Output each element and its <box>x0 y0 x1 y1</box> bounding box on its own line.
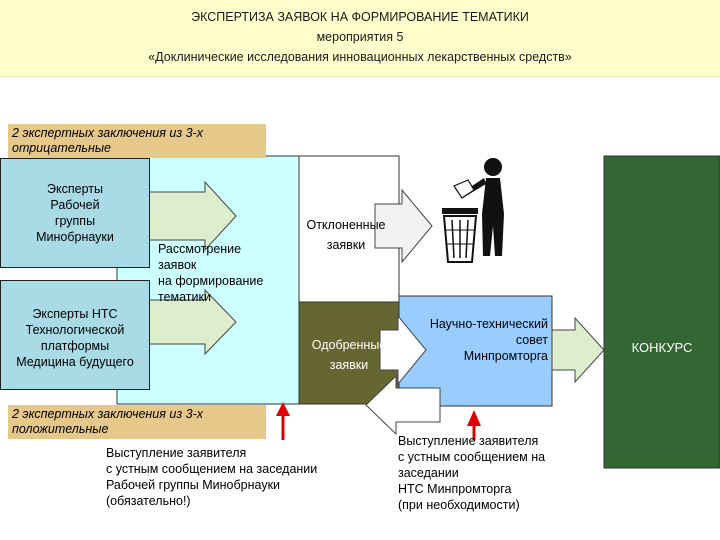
red-arrow-left-head <box>276 402 290 416</box>
approved-line: заявки <box>329 358 369 372</box>
header-event: «Доклинические исследования инновационны… <box>148 50 572 64</box>
note-right-line: Выступление заявителя <box>398 434 539 448</box>
council-line: совет <box>515 333 548 347</box>
positive-label-line-2: положительные <box>12 422 109 436</box>
rejected-line: заявки <box>326 238 366 252</box>
arrow-to-trash <box>374 188 433 264</box>
negative-label-line-2: отрицательные <box>12 141 111 155</box>
rejected-text: Отклоненные заявки <box>290 217 402 253</box>
positive-conclusions-label: 2 экспертных заключения из 3-х положител… <box>8 405 266 439</box>
red-arrow-right-head <box>467 410 481 426</box>
note-working-group: Выступление заявителя с устным сообщение… <box>106 445 376 509</box>
council-line: Минпромторга <box>463 349 548 363</box>
note-nts: Выступление заявителя с устным сообщение… <box>398 433 598 513</box>
negative-conclusions-label: 2 экспертных заключения из 3-х отрицател… <box>8 124 266 158</box>
review-text: Рассмотрение заявок на формирование тема… <box>158 241 296 305</box>
note-left-line: Рабочей группы Минобрнауки <box>106 478 281 492</box>
approved-text: Одобренные заявки <box>297 337 401 373</box>
person-throwing-trash-icon <box>442 158 504 263</box>
negative-label-line-1: 2 экспертных заключения из 3-х <box>12 126 203 140</box>
review-line: Рассмотрение <box>158 242 242 256</box>
arrow-council-back <box>365 374 441 436</box>
experts-nts-line: Медицина будущего <box>16 355 134 369</box>
experts-nts-line: Эксперты НТС <box>32 307 118 321</box>
note-right-line: с устным сообщением на <box>398 450 546 464</box>
arrow-group-to-review <box>147 180 237 252</box>
contest-block <box>603 155 720 469</box>
experts-working-group-box: Эксперты Рабочей группы Минобрнауки <box>0 158 150 268</box>
experts-group-line: Минобрнауки <box>36 230 114 244</box>
rejected-line: Отклоненные <box>306 218 386 232</box>
experts-nts-line: платформы <box>40 339 110 353</box>
review-line: тематики <box>158 290 211 304</box>
note-right-line: (при необходимости) <box>398 498 520 512</box>
review-line: заявок <box>158 258 197 272</box>
review-line: на формирование <box>158 274 264 288</box>
header-title: ЭКСПЕРТИЗА ЗАЯВОК НА ФОРМИРОВАНИЕ ТЕМАТИ… <box>191 10 529 24</box>
approved-line: Одобренные <box>311 338 387 352</box>
header: ЭКСПЕРТИЗА ЗАЯВОК НА ФОРМИРОВАНИЕ ТЕМАТИ… <box>0 0 720 77</box>
note-left-line: Выступление заявителя <box>106 446 247 460</box>
council-text: Научно-технический совет Минпромторга <box>408 316 548 364</box>
header-subtitle: мероприятия 5 <box>316 30 404 44</box>
arrow-council-to-contest <box>551 316 605 384</box>
experts-nts-line: Технологической <box>25 323 125 337</box>
note-left-line: с устным сообщением на заседании <box>106 462 318 476</box>
experts-nts-box: Эксперты НТС Технологической платформы М… <box>0 280 150 390</box>
experts-group-line: группы <box>54 214 96 228</box>
positive-label-line-1: 2 экспертных заключения из 3-х <box>12 407 203 421</box>
experts-group-line: Эксперты <box>47 182 103 196</box>
council-line: Научно-технический <box>429 317 548 331</box>
note-left-line: (обязательно!) <box>106 494 191 508</box>
contest-label: КОНКУРС <box>631 340 693 355</box>
arrow-approved-to-council <box>379 314 427 386</box>
note-right-line: заседании <box>398 466 459 480</box>
experts-group-line: Рабочей <box>50 198 100 212</box>
arrow-nts-to-review <box>147 288 237 356</box>
note-right-line: НТС Минпромторга <box>398 482 512 496</box>
